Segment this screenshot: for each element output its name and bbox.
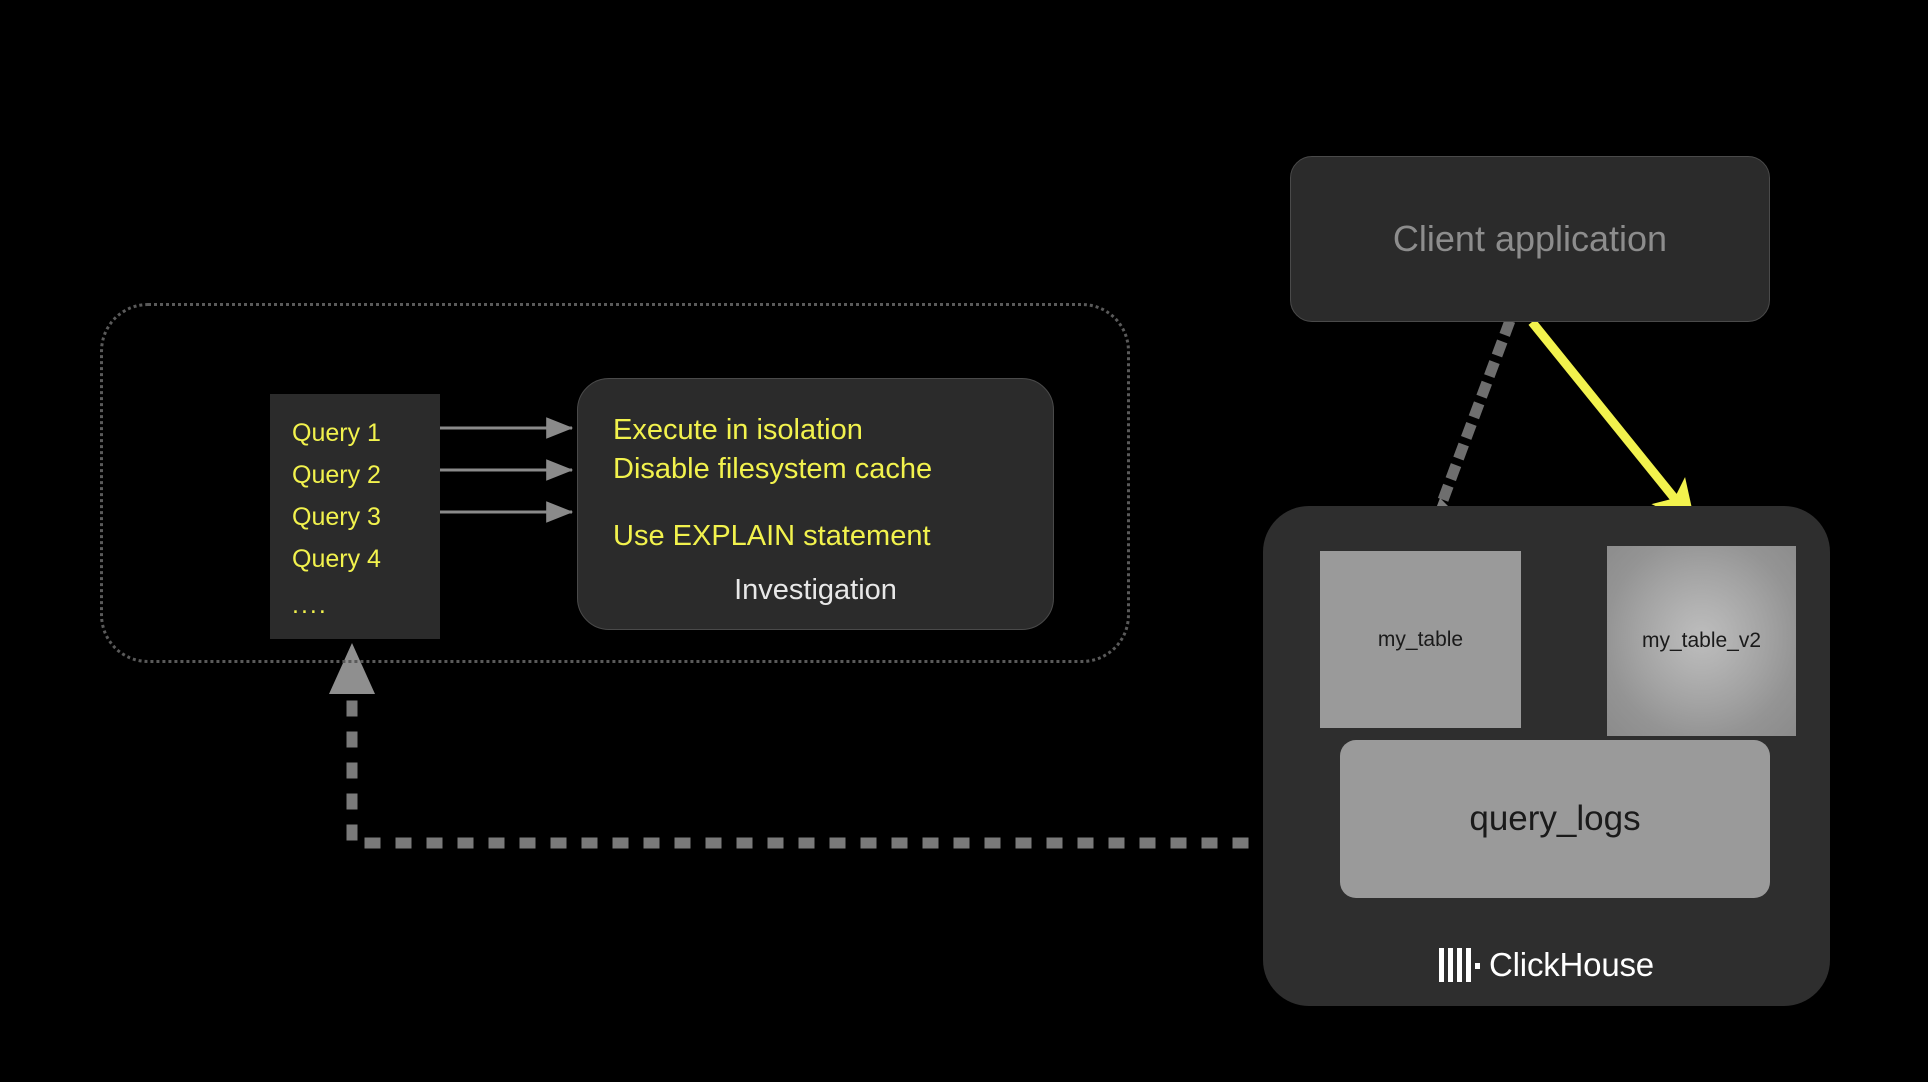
list-item-query-1[interactable]: Query 1 [292, 419, 381, 447]
clickhouse-logo: ClickHouse [1263, 946, 1830, 984]
investigation-tip-3: Use EXPLAIN statement [613, 520, 931, 552]
table-card-query-logs[interactable]: query_logs [1340, 740, 1770, 898]
client-application-label: Client application [1392, 218, 1668, 259]
list-item-query-2[interactable]: Query 2 [292, 461, 381, 489]
investigation-tip-1: Execute in isolation [613, 414, 863, 446]
connector-query-logs-to-queries [329, 643, 1342, 849]
list-item-query-4[interactable]: Query 4 [292, 545, 381, 573]
investigation-box-caption: Investigation [734, 574, 897, 606]
clickhouse-bars-icon [1439, 948, 1481, 982]
table-label-my-table: my_table [1377, 627, 1464, 651]
table-card-my-table[interactable]: my_table [1320, 551, 1521, 728]
table-label-my-table-v2: my_table_v2 [1641, 629, 1762, 652]
clickhouse-wordmark: ClickHouse [1489, 946, 1654, 983]
investigation-tip-2: Disable filesystem cache [613, 453, 933, 485]
table-label-query-logs: query_logs [1469, 799, 1641, 838]
client-application-box: Client application [1290, 156, 1770, 322]
table-card-my-table-v2[interactable]: my_table_v2 [1607, 546, 1796, 736]
list-item-ellipsis: .... [292, 591, 328, 619]
list-item-query-3[interactable]: Query 3 [292, 503, 381, 531]
investigation-box: Execute in isolation Disable filesystem … [577, 378, 1054, 630]
query-list-panel: Query 1 Query 2 Query 3 Query 4 .... [270, 394, 440, 639]
investigation-group-container [100, 303, 1130, 663]
connector-client-to-my-table-v2 [1528, 319, 1696, 525]
